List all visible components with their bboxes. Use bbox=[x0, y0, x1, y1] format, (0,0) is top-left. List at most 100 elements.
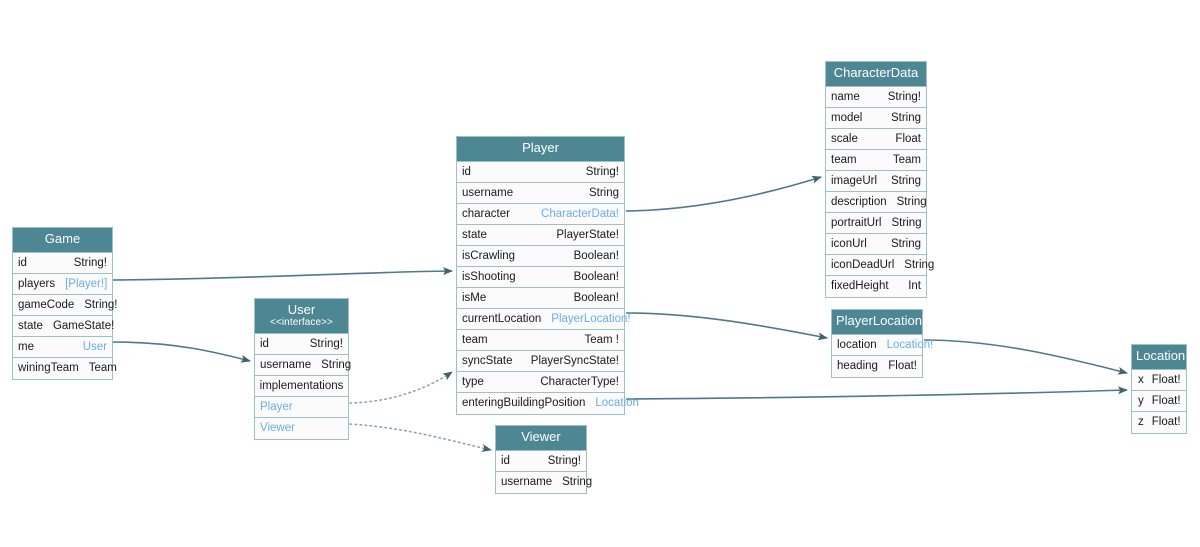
field-type[interactable]: CharacterData! bbox=[541, 207, 619, 220]
field-row[interactable]: username String bbox=[457, 182, 624, 204]
field-row[interactable]: y Float! bbox=[1132, 390, 1186, 412]
field-name: state bbox=[462, 228, 487, 241]
field-row[interactable]: username String bbox=[255, 354, 351, 376]
field-name: state bbox=[18, 319, 43, 332]
field-row[interactable]: team Team ! bbox=[457, 329, 624, 351]
field-row[interactable]: imageUrl String bbox=[826, 170, 926, 192]
field-row[interactable]: currentLocation PlayerLocation! bbox=[457, 308, 631, 330]
field-row[interactable]: username String bbox=[496, 471, 592, 493]
field-type: String bbox=[588, 186, 619, 199]
implementation-row-viewer[interactable]: Viewer bbox=[255, 417, 348, 439]
implementation-name[interactable]: Player bbox=[260, 400, 293, 413]
entity-playerlocation[interactable]: PlayerLocation location Location! headin… bbox=[831, 309, 933, 378]
edge-user-implements-viewer bbox=[349, 423, 492, 452]
field-type: String bbox=[890, 237, 921, 250]
field-name: x bbox=[1138, 373, 1144, 386]
field-row[interactable]: id String! bbox=[255, 333, 348, 355]
entity-player-title: Player bbox=[457, 137, 624, 162]
field-row[interactable]: state GameState! bbox=[13, 315, 115, 337]
field-row[interactable]: syncState PlayerSyncState! bbox=[457, 350, 624, 372]
entity-location[interactable]: Location x Float! y Float! z Float! bbox=[1131, 344, 1187, 434]
field-name: name bbox=[831, 90, 860, 103]
field-type: String bbox=[562, 476, 593, 489]
field-type: Float! bbox=[1151, 416, 1181, 429]
field-row[interactable]: z Float! bbox=[1132, 411, 1186, 433]
field-name: iconUrl bbox=[831, 237, 867, 250]
entity-user-stereotype: <<interface>> bbox=[269, 316, 333, 328]
field-row[interactable]: scale Float bbox=[826, 128, 926, 150]
field-type: Float! bbox=[888, 360, 917, 373]
field-type: String bbox=[904, 258, 935, 271]
field-type: GameState! bbox=[52, 319, 115, 332]
entity-player[interactable]: Player id String! username String charac… bbox=[456, 136, 639, 415]
edge-game-players-to-player bbox=[112, 267, 453, 281]
entity-characterdata[interactable]: CharacterData name String! model String … bbox=[825, 61, 934, 298]
field-row[interactable]: model String bbox=[826, 107, 926, 129]
field-row[interactable]: id String! bbox=[496, 450, 586, 472]
implementation-name[interactable]: Viewer bbox=[260, 422, 295, 435]
field-type[interactable]: Location! bbox=[886, 338, 934, 351]
field-row[interactable]: iconDeadUrl String bbox=[826, 254, 934, 276]
field-row[interactable]: gameCode String! bbox=[13, 294, 118, 316]
entity-user-title: User <<interface>> bbox=[255, 299, 348, 334]
field-name: portraitUrl bbox=[831, 216, 882, 229]
field-type: String! bbox=[547, 454, 581, 467]
field-row[interactable]: portraitUrl String bbox=[826, 212, 926, 234]
field-row[interactable]: location Location! bbox=[832, 334, 933, 356]
field-name: character bbox=[462, 207, 510, 220]
entity-viewer[interactable]: Viewer id String! username String bbox=[495, 425, 592, 494]
field-type[interactable]: PlayerLocation! bbox=[551, 312, 631, 325]
field-row[interactable]: me User bbox=[13, 336, 112, 358]
field-row[interactable]: x Float! bbox=[1132, 369, 1186, 391]
field-type: Team ! bbox=[584, 333, 619, 346]
field-type: String bbox=[890, 111, 921, 124]
entity-user[interactable]: User <<interface>> id String! username S… bbox=[254, 298, 351, 440]
field-type[interactable]: [Player!] bbox=[65, 277, 108, 290]
field-row[interactable]: heading Float! bbox=[832, 355, 922, 377]
edge-player-character-to-characterdata bbox=[625, 175, 822, 212]
field-row[interactable]: iconUrl String bbox=[826, 233, 926, 255]
field-type: String! bbox=[73, 256, 107, 269]
field-row[interactable]: fixedHeight Int bbox=[826, 275, 926, 297]
field-type[interactable]: Location bbox=[595, 397, 639, 410]
field-row[interactable]: isCrawling Boolean! bbox=[457, 245, 624, 267]
field-row[interactable]: state PlayerState! bbox=[457, 224, 624, 246]
field-row[interactable]: team Team bbox=[826, 149, 926, 171]
field-name: players bbox=[18, 277, 56, 290]
field-name: iconDeadUrl bbox=[831, 258, 895, 271]
field-row[interactable]: id String! bbox=[457, 161, 624, 183]
field-type[interactable]: User bbox=[82, 340, 107, 353]
field-row[interactable]: winingTeam Team bbox=[13, 357, 117, 379]
entity-game-title: Game bbox=[13, 228, 112, 253]
field-name: gameCode bbox=[18, 298, 75, 311]
field-name: z bbox=[1138, 416, 1144, 429]
field-type: Float bbox=[895, 132, 921, 145]
field-name: scale bbox=[831, 132, 858, 145]
field-type: CharacterType! bbox=[540, 375, 619, 388]
field-name: imageUrl bbox=[831, 174, 878, 187]
field-row[interactable]: type CharacterType! bbox=[457, 371, 624, 393]
field-row[interactable]: isShooting Boolean! bbox=[457, 266, 624, 288]
field-name: type bbox=[462, 375, 484, 388]
field-name: isShooting bbox=[462, 270, 516, 283]
field-type: Float! bbox=[1151, 373, 1181, 386]
field-name: fixedHeight bbox=[831, 280, 889, 293]
field-type: Float! bbox=[1151, 394, 1181, 407]
entity-game[interactable]: Game id String! players [Player!] gameCo… bbox=[12, 227, 118, 380]
field-type: Boolean! bbox=[573, 291, 619, 304]
field-row[interactable]: id String! bbox=[13, 252, 112, 274]
field-row[interactable]: character CharacterData! bbox=[457, 203, 624, 225]
field-name: isCrawling bbox=[462, 249, 516, 262]
field-type: String bbox=[891, 216, 922, 229]
field-row[interactable]: enteringBuildingPosition Location bbox=[457, 392, 639, 414]
field-name: location bbox=[837, 338, 877, 351]
edge-user-implements-player bbox=[349, 371, 453, 404]
field-row[interactable]: isMe Boolean! bbox=[457, 287, 624, 309]
field-row[interactable]: name String! bbox=[826, 86, 926, 108]
field-row[interactable]: players [Player!] bbox=[13, 273, 112, 295]
implementation-row-player[interactable]: Player bbox=[255, 396, 348, 418]
field-row[interactable]: description String bbox=[826, 191, 927, 213]
field-name: model bbox=[831, 111, 863, 124]
